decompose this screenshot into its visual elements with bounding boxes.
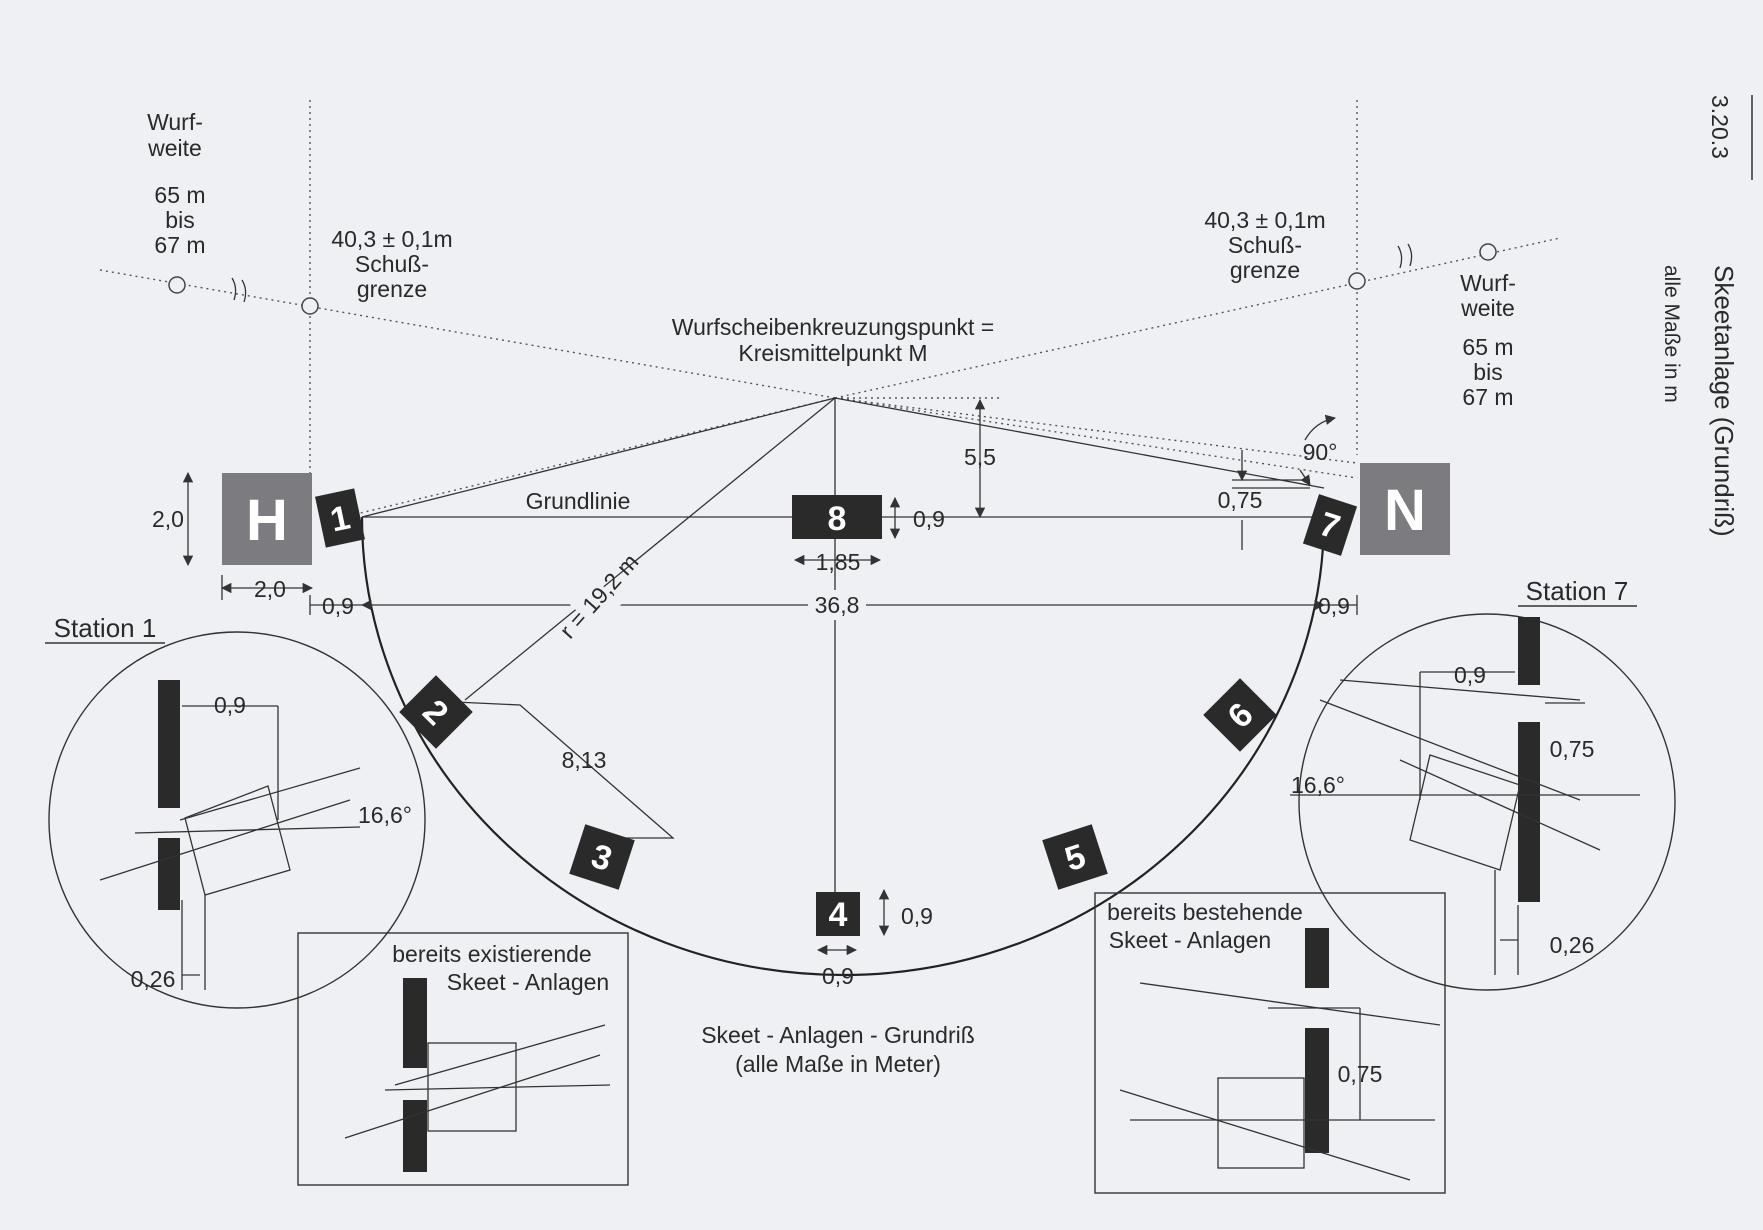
- main-geometry: [182, 397, 1358, 977]
- svg-text:bereits existierende: bereits existierende: [392, 941, 591, 967]
- crossing-point-label: Wurfscheibenkreuzungspunkt = Kreismittel…: [672, 314, 994, 366]
- svg-text:bis: bis: [1473, 359, 1502, 385]
- station1-detail: Station 1 0,9 16,6° 0,26: [45, 613, 426, 1009]
- right-offset-dim: 0,9: [1318, 593, 1350, 619]
- baseline-label: Grundlinie: [526, 488, 631, 514]
- svg-text:Skeet - Anlagen: Skeet - Anlagen: [447, 969, 609, 995]
- caption: Skeet - Anlagen - Grundriß (alle Maße in…: [701, 1022, 975, 1077]
- station-2: 2: [399, 675, 473, 749]
- low-house: N: [1360, 463, 1450, 555]
- limit-left-label: 40,3 ± 0,1m Schuß- grenze: [331, 226, 452, 302]
- st8-width-dim: 1,85: [816, 549, 861, 575]
- svg-text:bereits bestehende: bereits bestehende: [1107, 899, 1303, 925]
- svg-text:Schuß-: Schuß-: [1228, 232, 1302, 258]
- svg-text:weite: weite: [1460, 295, 1515, 321]
- existing-layout-box-right: bereits bestehende Skeet - Anlagen 0,75: [1094, 892, 1446, 1194]
- station-6: 6: [1203, 678, 1277, 752]
- chord-dim: 8,13: [562, 747, 607, 773]
- high-house: H: [222, 473, 312, 565]
- svg-text:67 m: 67 m: [154, 232, 205, 258]
- station-4-label: 4: [829, 896, 848, 934]
- low-house-label: N: [1384, 478, 1426, 543]
- station7-d3: 0,26: [1550, 932, 1595, 958]
- construction-lines: [99, 100, 1561, 519]
- station7-angle: 16,6°: [1291, 772, 1345, 798]
- svg-text:(alle Maße in Meter): (alle Maße in Meter): [735, 1051, 941, 1077]
- station7-title: Station 7: [1526, 576, 1629, 606]
- house-width-dim: 2,0: [254, 576, 286, 602]
- station1-angle: 16,6°: [358, 802, 412, 828]
- station7-detail: Station 7 0,9 0,75 16,6° 0,26: [1290, 576, 1676, 991]
- svg-text:40,3 ± 0,1m: 40,3 ± 0,1m: [1204, 207, 1325, 233]
- section-number: 3.20.3: [1707, 95, 1733, 159]
- station7-d1: 0,9: [1454, 662, 1486, 688]
- svg-text:40,3 ± 0,1m: 40,3 ± 0,1m: [331, 226, 452, 252]
- station-7: 7: [1302, 494, 1358, 556]
- svg-text:bis: bis: [165, 207, 194, 233]
- station-5: 5: [1042, 824, 1108, 890]
- existing-layout-box-left: bereits existierende Skeet - Anlagen: [297, 932, 629, 1186]
- svg-text:Kreismittelpunkt M: Kreismittelpunkt M: [738, 340, 927, 366]
- station-1: 1: [315, 488, 365, 548]
- svg-text:Wurfscheibenkreuzungspunkt =: Wurfscheibenkreuzungspunkt =: [672, 314, 994, 340]
- limit-right-label: 40,3 ± 0,1m Schuß- grenze: [1204, 207, 1325, 283]
- svg-text:grenze: grenze: [1230, 257, 1300, 283]
- svg-text:65 m: 65 m: [154, 182, 205, 208]
- svg-text:Wurf-: Wurf-: [1460, 270, 1516, 296]
- high-house-label: H: [246, 488, 288, 553]
- throw-markers: [168, 243, 1497, 315]
- station1-d1: 0,9: [214, 692, 246, 718]
- right-angle-dim: 90°: [1303, 439, 1338, 465]
- svg-text:grenze: grenze: [357, 276, 427, 302]
- st4-depth-dim: 0,9: [901, 903, 933, 929]
- box-right-dim: 0,75: [1338, 1061, 1383, 1087]
- throw-right-label: Wurf- weite 65 m bis 67 m: [1460, 270, 1516, 410]
- station-4: 4: [816, 892, 860, 936]
- st4-width-dim: 0,9: [822, 963, 854, 989]
- svg-text:Wurf-: Wurf-: [147, 109, 203, 135]
- svg-text:67 m: 67 m: [1462, 384, 1513, 410]
- right-drop-dim: 0,75: [1218, 487, 1263, 513]
- side-title: Skeetanlage (Grundriß): [1709, 265, 1739, 537]
- throw-left-label: Wurf- weite 65 m bis 67 m: [147, 109, 205, 258]
- st8-depth-dim: 0,9: [913, 506, 945, 532]
- left-offset-dim: 0,9: [322, 593, 354, 619]
- station1-d2: 0,26: [131, 966, 176, 992]
- station7-d2: 0,75: [1550, 736, 1595, 762]
- width-label: 36,8: [815, 592, 860, 618]
- svg-text:weite: weite: [147, 135, 202, 161]
- station-8: 8: [792, 495, 882, 539]
- station-8-label: 8: [828, 500, 847, 538]
- svg-text:Skeet - Anlagen: Skeet - Anlagen: [1109, 927, 1271, 953]
- svg-text:65 m: 65 m: [1462, 334, 1513, 360]
- mid-height-dim: 5,5: [964, 444, 996, 470]
- station-arc: [360, 516, 1326, 977]
- station1-title: Station 1: [54, 613, 157, 643]
- svg-text:Skeet - Anlagen - Grundriß: Skeet - Anlagen - Grundriß: [701, 1022, 975, 1048]
- svg-text:Schuß-: Schuß-: [355, 251, 429, 277]
- side-subtitle: alle Maße in m: [1660, 265, 1683, 403]
- house-height-dim: 2,0: [152, 506, 184, 532]
- station-3: 3: [569, 824, 635, 890]
